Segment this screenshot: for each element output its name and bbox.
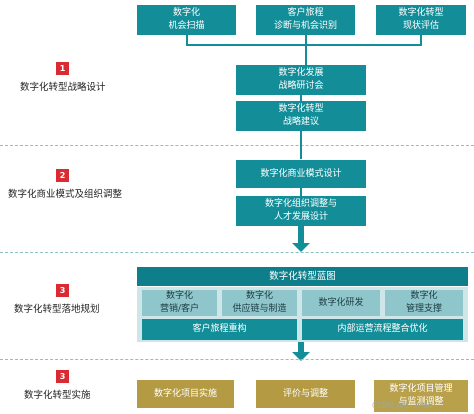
blueprint-title: 数字化转型蓝图 bbox=[137, 267, 468, 286]
connector bbox=[300, 95, 302, 101]
stage-divider bbox=[0, 359, 474, 360]
connector bbox=[305, 35, 307, 65]
stage-4-badge: 3 bbox=[56, 370, 69, 383]
stage-3-badge: 3 bbox=[56, 284, 69, 297]
box-project-management: 数字化项目管理 与监测调整 bbox=[374, 380, 468, 412]
blueprint-cell-management: 数字化 管理支撑 bbox=[385, 290, 463, 316]
arrow-stem bbox=[298, 342, 304, 352]
arrow-stem bbox=[298, 226, 304, 244]
arrow-down-icon bbox=[292, 352, 310, 361]
box-evaluation-adjustment: 评价与调整 bbox=[256, 380, 355, 408]
stage-3-label: 数字化转型落地规划 bbox=[14, 304, 100, 315]
connector bbox=[186, 35, 188, 45]
box-status-assessment: 数字化转型 现状评估 bbox=[376, 5, 466, 35]
watermark: CSDN @h...nt60 bbox=[372, 401, 433, 410]
box-strategy-advice: 数字化转型 战略建议 bbox=[236, 101, 366, 131]
arrow-down-icon bbox=[292, 243, 310, 252]
stage-2-badge: 2 bbox=[56, 169, 69, 182]
box-journey-diagnosis: 客户旅程 诊断与机会识别 bbox=[256, 5, 355, 35]
connector bbox=[300, 131, 302, 159]
stage-divider bbox=[0, 145, 474, 146]
box-opportunity-scan: 数字化 机会扫描 bbox=[137, 5, 236, 35]
stage-1-label: 数字化转型战略设计 bbox=[20, 82, 106, 93]
blueprint-operation-optimization: 内部运营流程整合优化 bbox=[302, 319, 463, 340]
stage-4-label: 数字化转型实施 bbox=[24, 390, 91, 401]
connector bbox=[186, 44, 422, 46]
box-project-implementation: 数字化项目实施 bbox=[137, 380, 234, 408]
connector bbox=[420, 35, 422, 45]
stage-2-label: 数字化商业模式及组织调整 bbox=[8, 189, 123, 200]
blueprint-cell-rnd: 数字化研发 bbox=[302, 290, 380, 316]
stage-1-badge: 1 bbox=[56, 62, 69, 75]
blueprint-cell-marketing: 数字化 营销/客户 bbox=[142, 290, 217, 316]
blueprint-journey-rebuild: 客户旅程重构 bbox=[142, 319, 297, 340]
blueprint-cell-supply-chain: 数字化 供应链与制造 bbox=[222, 290, 297, 316]
box-business-model-design: 数字化商业模式设计 bbox=[236, 160, 366, 188]
box-strategy-workshop: 数字化发展 战略研讨会 bbox=[236, 65, 366, 95]
stage-divider bbox=[0, 252, 474, 253]
box-org-talent-design: 数字化组织调整与 人才发展设计 bbox=[236, 196, 366, 226]
connector bbox=[300, 188, 302, 196]
